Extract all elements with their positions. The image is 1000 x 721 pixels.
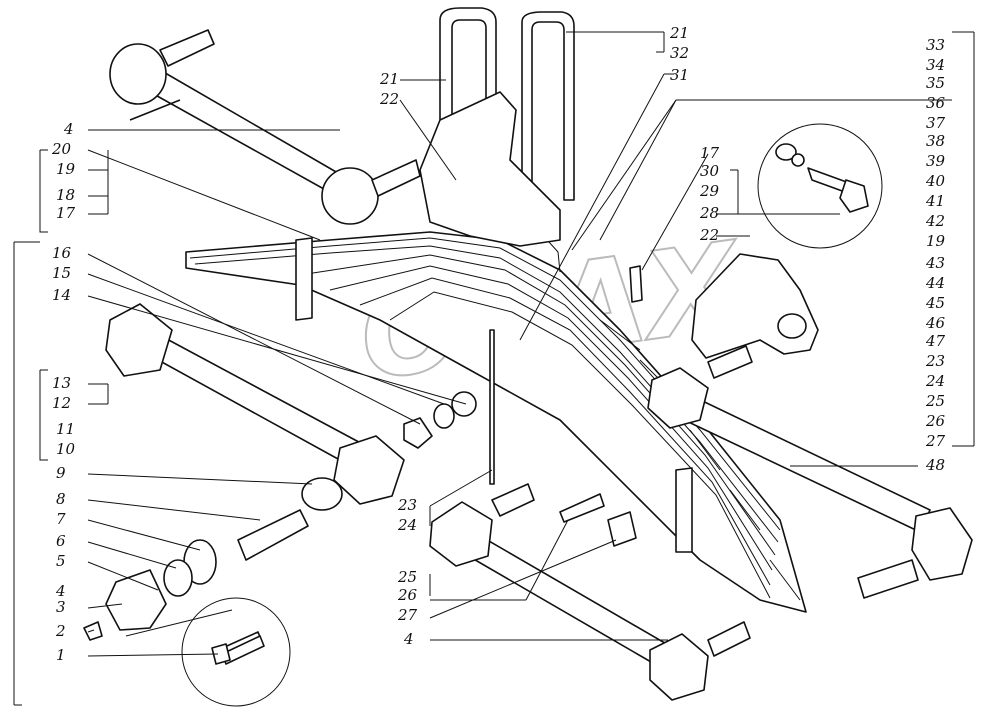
callout-27b: 27 xyxy=(397,606,418,624)
callout-43: 43 xyxy=(925,254,945,272)
callouts-left-top: 4 20 19 18 17 xyxy=(51,120,76,222)
callouts-right-top: 21 32 31 xyxy=(669,24,689,84)
callout-8: 8 xyxy=(56,490,66,508)
leader-lines xyxy=(13,31,975,706)
callout-14: 14 xyxy=(52,286,71,304)
callout-29: 29 xyxy=(699,182,720,200)
callouts-left-group: 13 12 11 10 9 8 7 6 5 4 3 2 1 xyxy=(52,374,76,664)
callout-5: 5 xyxy=(56,552,66,570)
callout-17: 17 xyxy=(56,204,76,222)
callouts-left-mid: 16 15 14 xyxy=(52,244,72,304)
callout-28: 28 xyxy=(699,204,719,222)
torque-rod-upper-left xyxy=(109,29,421,225)
callout-19: 19 xyxy=(56,160,76,178)
spring-seat-bracket xyxy=(419,91,561,247)
callout-2: 2 xyxy=(55,622,66,640)
callout-35: 35 xyxy=(926,74,945,92)
callout-24: 24 xyxy=(925,372,945,390)
callout-36: 36 xyxy=(926,94,946,112)
spring-clip-left xyxy=(295,237,313,321)
torque-rod-lower-right xyxy=(647,345,973,599)
callout-25b: 25 xyxy=(397,568,417,586)
callout-44: 44 xyxy=(925,274,945,292)
callout-42: 42 xyxy=(925,212,945,230)
callout-9: 9 xyxy=(56,464,66,482)
callout-17b: 17 xyxy=(700,144,720,162)
spring-clip-right xyxy=(675,467,693,553)
torque-rod-middle-left xyxy=(105,303,405,505)
callout-30: 30 xyxy=(700,162,720,180)
callout-7: 7 xyxy=(56,510,66,528)
callout-20: 20 xyxy=(51,140,72,158)
callout-1: 1 xyxy=(56,646,66,664)
callout-18: 18 xyxy=(56,186,75,204)
callout-26: 26 xyxy=(925,412,946,430)
callouts-right-bottom: 48 xyxy=(925,456,945,474)
callout-38: 38 xyxy=(926,132,945,150)
callouts-right-column: 33 34 35 36 37 38 39 40 41 42 19 43 44 4… xyxy=(925,36,946,450)
callout-11: 11 xyxy=(56,420,75,438)
callout-15: 15 xyxy=(52,264,71,282)
callout-48: 48 xyxy=(925,456,945,474)
callout-32: 32 xyxy=(670,44,689,62)
callout-40: 40 xyxy=(925,172,946,190)
bolt-detail-circle-lower xyxy=(181,597,291,707)
callout-34: 34 xyxy=(926,56,945,74)
callout-47: 47 xyxy=(925,332,946,350)
callout-41: 41 xyxy=(925,192,945,210)
callout-24b: 24 xyxy=(397,516,417,534)
callouts-center-top: 21 22 xyxy=(379,70,399,108)
callout-45: 45 xyxy=(925,294,945,312)
callout-39: 39 xyxy=(926,152,946,170)
callout-21b: 21 xyxy=(669,24,689,42)
callout-37: 37 xyxy=(926,114,946,132)
callout-3: 3 xyxy=(56,598,66,616)
callout-25: 25 xyxy=(925,392,945,410)
callout-6: 6 xyxy=(56,532,66,550)
callout-12: 12 xyxy=(52,394,71,412)
callout-4c: 4 xyxy=(403,630,414,648)
callout-22b: 22 xyxy=(699,226,719,244)
callout-4b: 4 xyxy=(55,582,66,600)
small-parts-center xyxy=(403,265,643,547)
callout-4: 4 xyxy=(63,120,74,138)
callout-21: 21 xyxy=(379,70,399,88)
callouts-center-bottom: 23 24 25 26 27 4 xyxy=(397,496,418,648)
callouts-center-mid: 17 30 29 28 22 xyxy=(699,144,720,244)
bolt-detail-circle xyxy=(757,123,883,249)
callout-26b: 26 xyxy=(397,586,418,604)
callout-46: 46 xyxy=(925,314,946,332)
callout-23: 23 xyxy=(925,352,945,370)
callout-13: 13 xyxy=(52,374,71,392)
callout-22: 22 xyxy=(379,90,399,108)
callout-31: 31 xyxy=(670,66,689,84)
callout-27: 27 xyxy=(925,432,946,450)
callout-23b: 23 xyxy=(397,496,417,514)
torque-rod-lower xyxy=(429,483,751,701)
callout-19b: 19 xyxy=(926,232,946,250)
callout-16: 16 xyxy=(52,244,72,262)
callout-10: 10 xyxy=(56,440,76,458)
frame-bracket xyxy=(691,253,819,359)
callout-33: 33 xyxy=(926,36,945,54)
